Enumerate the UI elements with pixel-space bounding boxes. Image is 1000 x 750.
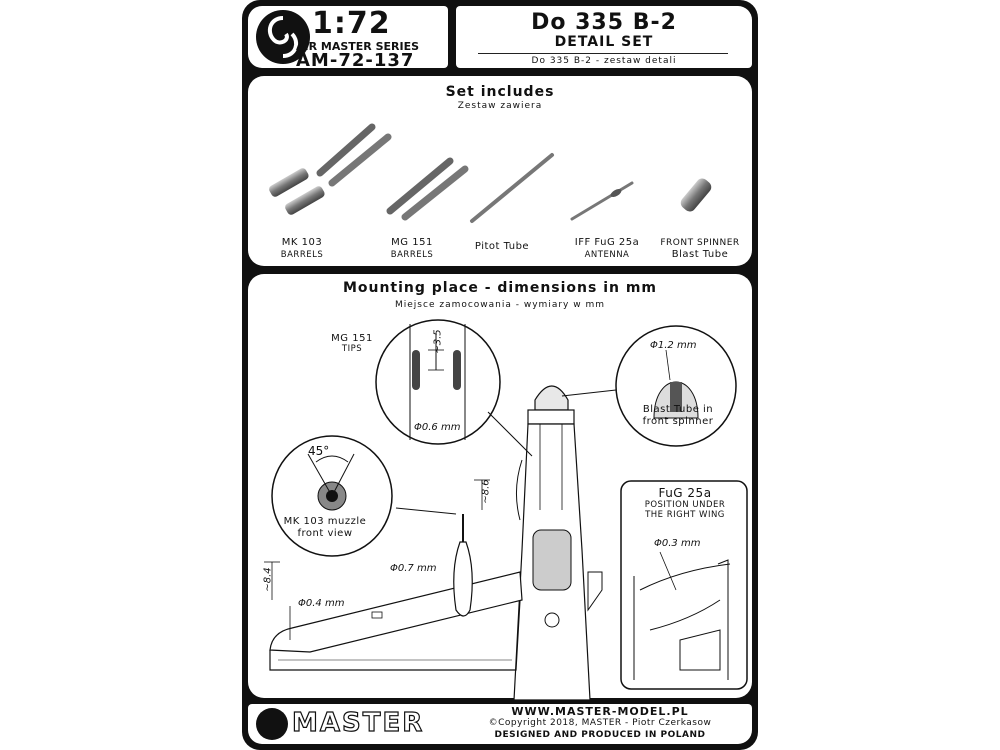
pitot-tube-icon [470, 153, 554, 223]
leader-line-muzzle [395, 507, 457, 515]
set-includes-panel [248, 76, 752, 266]
header-divider [478, 53, 728, 54]
dim-8-4: ~8.4 [262, 567, 274, 592]
footer-brand: MASTER [291, 707, 425, 738]
footer-copyright: ©Copyright 2018, MASTER - Piotr Czerkaso… [488, 718, 712, 728]
dim-0-7: Φ0.7 mm [390, 563, 437, 574]
product-code: AM-72-137 [296, 50, 415, 71]
leader-line-blast-tube [561, 389, 617, 397]
dim-0-3: Φ0.3 mm [654, 538, 701, 549]
set-includes-title-pl: Zestaw zawiera [457, 101, 543, 111]
aircraft-fuselage-drawing [513, 385, 591, 701]
mounting-title-pl: Miejsce zamocowania - wymiary w mm [395, 300, 605, 310]
series-label: AIR MASTER SERIES [296, 40, 420, 53]
footer-made-in: DESIGNED AND PRODUCED IN POLAND [494, 730, 706, 740]
mounting-title: Mounting place - dimensions in mm [342, 280, 658, 296]
dim-8-6: ~8.6 [480, 479, 492, 504]
page-title: Do 335 B-2 [531, 10, 677, 35]
dim-1-2: Φ1.2 mm [650, 340, 697, 351]
dim-3-5: ~3.5 [432, 329, 444, 354]
set-includes-title: Set includes [445, 84, 555, 100]
fug25a-inset [620, 480, 748, 690]
footer-logo-icon [256, 708, 288, 740]
footer-url: WWW.MASTER-MODEL.PL [511, 705, 689, 718]
header-right-panel [456, 6, 752, 68]
iff-antenna-icon [570, 181, 634, 221]
page-subtitle: DETAIL SET [554, 34, 654, 50]
blast-tube-icon [680, 178, 712, 212]
parts-illustration [269, 123, 712, 223]
propeller-blade-drawing [453, 514, 473, 617]
part-label-pitot: Pitot Tube [474, 241, 530, 252]
dim-0-6: Φ0.6 mm [414, 422, 461, 433]
dim-angle: 45° [308, 444, 330, 458]
footer-panel [248, 704, 752, 744]
mk103-muzzle-detail [271, 435, 393, 557]
logo-swirl-icon [267, 16, 299, 58]
dim-0-4: Φ0.4 mm [298, 598, 345, 609]
mk103-barrels-icon [269, 123, 392, 215]
mg151-barrels-icon [386, 157, 469, 221]
leader-line-mg151 [487, 411, 533, 457]
scale-label: 1:72 [312, 6, 391, 41]
page-subtitle-pl: Do 335 B-2 - zestaw detali [531, 56, 677, 66]
mounting-diagram [264, 319, 737, 701]
mg151-tips-detail [375, 319, 501, 445]
blast-tube-detail [615, 325, 737, 447]
